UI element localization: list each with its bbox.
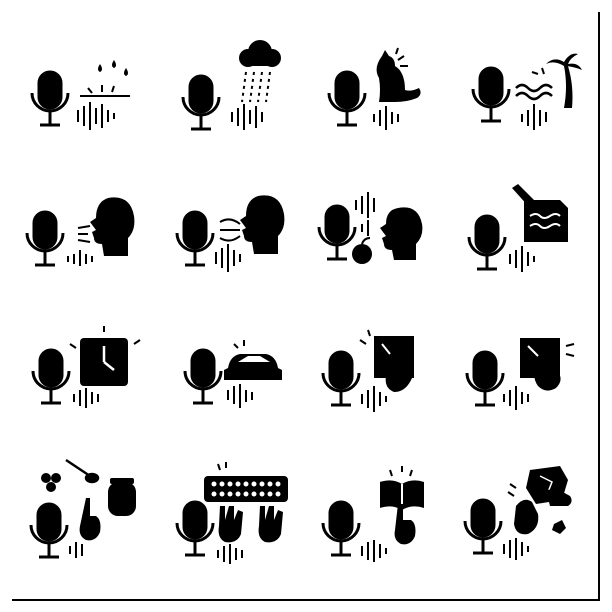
honeycomb-icon bbox=[41, 473, 61, 492]
sound-wave-icon bbox=[231, 104, 263, 130]
honey-sound-icon: honey sound bbox=[18, 450, 162, 590]
whisper-sound-icon: whisper sound bbox=[162, 170, 306, 310]
frame-bottom-border bbox=[12, 599, 600, 601]
paper-crumpling-sound-icon: paper crumpling sound bbox=[450, 450, 594, 590]
microphone-icon bbox=[463, 498, 503, 555]
glass-scratching-sound-icon: glass scratching sound bbox=[450, 310, 594, 450]
keyboard-icon bbox=[204, 476, 288, 502]
microphone-icon bbox=[471, 66, 511, 123]
hands-icon bbox=[514, 489, 572, 535]
waves-icon bbox=[515, 83, 553, 101]
sound-lines-icon bbox=[217, 462, 227, 471]
hands-icon bbox=[218, 506, 283, 543]
sound-wave-icon bbox=[227, 384, 253, 408]
icon-grid: rain drops sound rain cl bbox=[18, 30, 594, 590]
sound-lines-icon bbox=[233, 340, 245, 349]
sound-wave-icon bbox=[355, 192, 375, 236]
page-turning-sound-icon: page turning sound bbox=[306, 450, 450, 590]
car-sound-icon: car sound bbox=[162, 310, 306, 450]
sound-wave-icon bbox=[67, 250, 93, 266]
microphone-icon bbox=[321, 500, 361, 557]
sound-wave-icon bbox=[215, 244, 241, 272]
cloud-icon bbox=[239, 40, 281, 67]
sound-wave-icon bbox=[77, 102, 115, 130]
microphone-icon bbox=[317, 204, 357, 261]
frame-right-border bbox=[598, 12, 600, 601]
microphone-icon bbox=[175, 210, 215, 267]
hand-icon bbox=[385, 359, 414, 392]
head-icon bbox=[90, 197, 135, 256]
drops-icon bbox=[98, 60, 128, 76]
car-icon bbox=[224, 354, 282, 380]
microphone-icon bbox=[321, 350, 361, 407]
honey-jar-icon bbox=[108, 478, 136, 516]
keyboard-typing-sound-icon: keyboard typing sound bbox=[162, 450, 306, 590]
clock-ticking-sound-icon: clock ticking sound bbox=[18, 310, 162, 450]
sound-lines-icon bbox=[69, 326, 141, 349]
sound-wave-icon bbox=[217, 544, 243, 564]
sea-waves-sound-icon: sea waves sound bbox=[450, 30, 594, 170]
microphone-icon bbox=[25, 210, 65, 267]
sound-lines-icon bbox=[565, 343, 575, 357]
sound-wave-icon bbox=[521, 104, 547, 130]
whisper-lines-icon bbox=[219, 218, 241, 242]
microphone-icon bbox=[467, 214, 507, 271]
hand-icon bbox=[79, 498, 101, 541]
cat-icon bbox=[376, 50, 421, 102]
clock-icon bbox=[80, 338, 128, 386]
sound-wave-icon bbox=[361, 386, 387, 412]
mouth-sound-icon: mouth sound bbox=[18, 170, 162, 310]
paper-icon bbox=[524, 200, 568, 242]
sound-lines-icon bbox=[395, 47, 408, 67]
sound-wave-icon bbox=[503, 538, 529, 560]
rain-icon bbox=[241, 71, 271, 103]
microphone-icon bbox=[175, 500, 215, 557]
microphone-icon bbox=[181, 74, 221, 131]
glass-tapping-sound-icon: glass tapping sound bbox=[306, 310, 450, 450]
rain-drops-sound-icon: rain drops sound bbox=[18, 30, 162, 170]
head-icon bbox=[240, 195, 285, 254]
microphone-icon bbox=[465, 350, 505, 407]
sound-wave-icon bbox=[361, 540, 387, 562]
sound-lines-icon bbox=[359, 329, 371, 345]
rain-cloud-sound-icon: rain cloud sound bbox=[162, 30, 306, 170]
splash-icon bbox=[80, 85, 130, 97]
sound-wave-icon bbox=[373, 106, 399, 130]
sound-lines-icon bbox=[389, 466, 413, 477]
hand-icon bbox=[394, 504, 416, 545]
sound-wave-icon bbox=[509, 246, 535, 272]
sound-wave-icon bbox=[69, 542, 83, 558]
pencil-icon bbox=[512, 184, 538, 210]
microphone-icon bbox=[29, 502, 69, 559]
microphone-icon bbox=[30, 70, 70, 127]
paper-scrap-icon bbox=[552, 520, 566, 534]
cat-sound-icon: cat sound bbox=[306, 30, 450, 170]
eating-sound-icon: eating sound bbox=[306, 170, 450, 310]
palm-tree-icon bbox=[546, 53, 582, 108]
microphone-icon bbox=[183, 348, 223, 405]
sound-wave-icon bbox=[73, 388, 99, 408]
sound-lines-icon bbox=[77, 225, 91, 243]
head-icon bbox=[380, 207, 423, 260]
sound-lines-icon bbox=[507, 483, 517, 497]
microphone-icon bbox=[327, 70, 367, 127]
microphone-icon bbox=[31, 348, 71, 405]
sound-wave-icon bbox=[503, 386, 529, 410]
sound-lines-icon bbox=[531, 67, 545, 75]
honey-dipper-icon bbox=[65, 458, 100, 484]
apple-icon bbox=[352, 237, 372, 264]
hand-icon bbox=[534, 362, 561, 391]
paper-writing-sound-icon: paper writing sound bbox=[450, 170, 594, 310]
